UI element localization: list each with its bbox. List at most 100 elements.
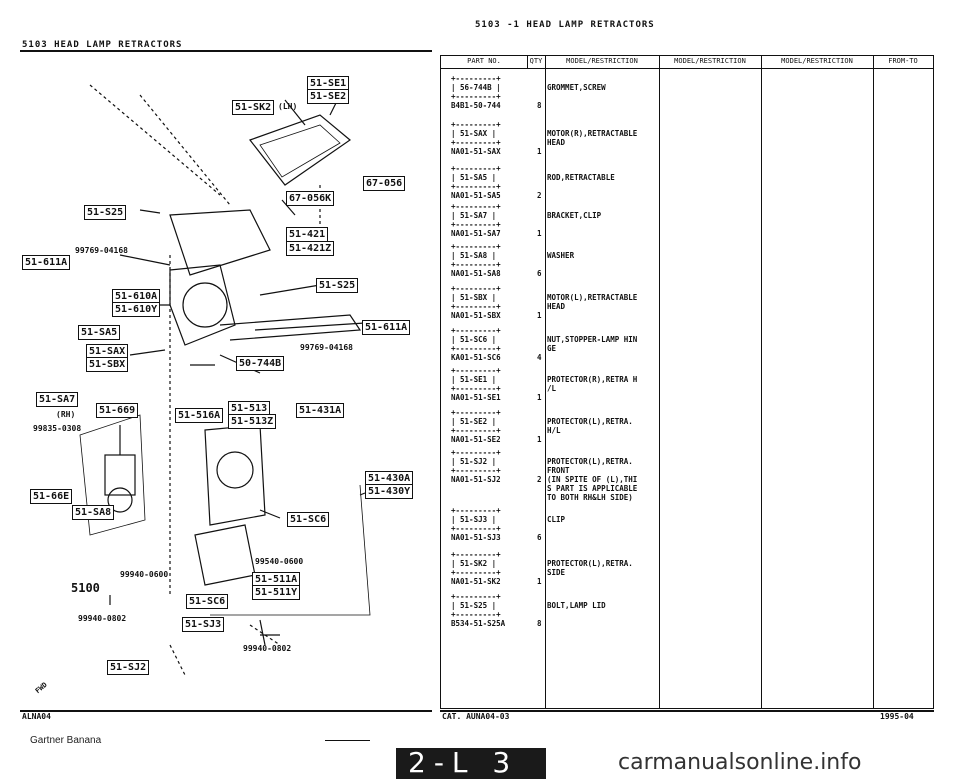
row-description: GROMMET,SCREW — [547, 83, 606, 92]
label-51-430y: 51-430Y — [365, 484, 414, 499]
header-model-2: MODEL/RESTRICTION — [674, 57, 746, 65]
row-qty: 1 — [537, 229, 542, 238]
footer-date: 1995-04 — [880, 712, 914, 721]
row-qty: 8 — [537, 619, 542, 628]
header-model-1: MODEL/RESTRICTION — [566, 57, 638, 65]
row-qty: 2 — [537, 191, 542, 200]
row-border-top: +---------+ — [451, 550, 501, 559]
label-51-421z: 51-421Z — [286, 241, 335, 256]
row-border-bottom: +---------+ — [451, 138, 501, 147]
footer-left: ALNA04 — [22, 712, 51, 721]
label-51-sa8: 51-SA8 — [72, 505, 115, 520]
label-99940-0802-right: 99940-0802 — [243, 644, 292, 653]
row-border-bottom: +---------+ — [451, 92, 501, 101]
row-description: NUT,STOPPER-LAMP HIN GE — [547, 335, 638, 353]
row-border-bottom: +---------+ — [451, 466, 501, 475]
footer-catalog: CAT. AUNA04-03 — [442, 712, 510, 721]
exploded-diagram — [79, 84, 371, 676]
row-border-top: +---------+ — [451, 592, 501, 601]
row-code: 51-S25 — [460, 601, 488, 610]
row-code: 51-SK2 — [460, 559, 488, 568]
row-qty: 2 — [537, 475, 542, 484]
label-51-66e: 51-66E — [30, 489, 73, 504]
header-model-3: MODEL/RESTRICTION — [781, 57, 853, 65]
label-51-sa7: 51-SA7 — [36, 392, 79, 407]
row-part-number: NA01-51-SJ2 — [451, 475, 501, 484]
label-51-sc6-right: 51-SC6 — [287, 512, 330, 527]
header-part-no: PART NO. — [467, 57, 501, 65]
row-code-box: | 51-SAX | — [451, 129, 497, 138]
row-border-bottom: +---------+ — [451, 344, 501, 353]
row-part-number: NA01-51-SA5 — [451, 191, 501, 200]
label-lh: (LH) — [278, 102, 298, 111]
label-51-sj2: 51-SJ2 — [107, 660, 150, 675]
label-51-610y: 51-610Y — [112, 302, 161, 317]
row-code-box: | 51-SE2 | — [451, 417, 497, 426]
row-border-top: +---------+ — [451, 120, 501, 129]
header-qty: QTY — [529, 57, 543, 65]
row-description: PROTECTOR(L),RETRA. SIDE — [547, 559, 633, 577]
row-qty: 1 — [537, 435, 542, 444]
label-51-516a: 51-516A — [175, 408, 224, 423]
row-border-bottom: +---------+ — [451, 568, 501, 577]
row-code-box: | 51-SA8 | — [451, 251, 497, 260]
label-5100: 5100 — [71, 581, 100, 595]
label-51-669: 51-669 — [96, 403, 139, 418]
row-code: 51-SE2 — [460, 417, 488, 426]
row-border-bottom: +---------+ — [451, 610, 501, 619]
row-part-number: NA01-51-SK2 — [451, 577, 501, 586]
row-code: 51-SAX — [460, 129, 488, 138]
label-67-056k: 67-056K — [286, 191, 335, 206]
row-code: 51-SA5 — [460, 173, 488, 182]
label-99940-0600: 99940-0600 — [120, 570, 169, 579]
label-51-sbx: 51-SBX — [86, 357, 129, 372]
left-footer-rule — [20, 710, 432, 712]
row-code: 56-744B — [460, 83, 492, 92]
label-51-513z: 51-513Z — [228, 414, 277, 429]
row-description: PROTECTOR(L),RETRA. H/L — [547, 417, 633, 435]
header-from-to: FROM-TO — [888, 57, 918, 65]
table-header: PART NO. QTY MODEL/RESTRICTION MODEL/RES… — [441, 56, 933, 69]
row-border-top: +---------+ — [451, 326, 501, 335]
row-qty: 6 — [537, 533, 542, 542]
row-code-box: | 51-S25 | — [451, 601, 497, 610]
row-qty: 4 — [537, 353, 542, 362]
label-51-430a: 51-430A — [365, 471, 414, 486]
label-51-611a-left: 51-611A — [22, 255, 71, 270]
row-code-box: | 51-SC6 | — [451, 335, 497, 344]
page-tab-label: 2-L 3 — [408, 746, 519, 779]
row-border-bottom: +---------+ — [451, 384, 501, 393]
row-code: 51-SJ3 — [460, 515, 488, 524]
row-code-box: | 51-SA5 | — [451, 173, 497, 182]
label-51-se2: 51-SE2 — [307, 89, 350, 104]
right-header: 5103 -1 HEAD LAMP RETRACTORS — [475, 20, 655, 30]
row-border-bottom: +---------+ — [451, 302, 501, 311]
row-qty: 6 — [537, 269, 542, 278]
label-rh: (RH) — [56, 410, 76, 419]
row-qty: 1 — [537, 311, 542, 320]
row-description: BOLT,LAMP LID — [547, 601, 606, 610]
row-border-bottom: +---------+ — [451, 260, 501, 269]
row-border-bottom: +---------+ — [451, 524, 501, 533]
row-part-number: NA01-51-SE2 — [451, 435, 501, 444]
row-part-number: B534-51-S25A — [451, 619, 506, 628]
row-description: ROD,RETRACTABLE — [547, 173, 615, 182]
row-part-number: NA01-51-SJ3 — [451, 533, 501, 542]
label-99769-04168-b: 99769-04168 — [300, 343, 353, 352]
row-border-top: +---------+ — [451, 448, 501, 457]
label-51-421: 51-421 — [286, 227, 329, 242]
row-description: MOTOR(L),RETRACTABLE HEAD — [547, 293, 638, 311]
label-50-744b: 50-744B — [236, 356, 285, 371]
row-code: 51-SBX — [460, 293, 488, 302]
row-part-number: KA01-51-SC6 — [451, 353, 501, 362]
label-99769-04168-a: 99769-04168 — [75, 246, 128, 255]
row-code-box: | 51-SBX | — [451, 293, 497, 302]
row-border-bottom: +---------+ — [451, 426, 501, 435]
row-code-box: | 51-SJ3 | — [451, 515, 497, 524]
row-description: PROTECTOR(L),RETRA. FRONT (IN SPITE OF (… — [547, 457, 638, 502]
row-description: MOTOR(R),RETRACTABLE HEAD — [547, 129, 638, 147]
row-border-top: +---------+ — [451, 202, 501, 211]
row-part-number: NA01-51-SAX — [451, 147, 501, 156]
row-code-box: | 51-SA7 | — [451, 211, 497, 220]
row-border-bottom: +---------+ — [451, 182, 501, 191]
